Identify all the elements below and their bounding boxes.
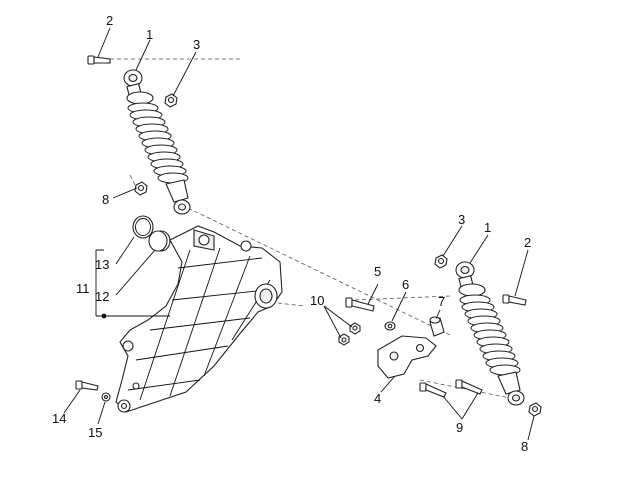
callout-14: 14 — [52, 411, 66, 426]
callout-4: 4 — [374, 391, 381, 406]
callout-13: 13 — [95, 257, 109, 272]
left-bolt-icon — [87, 55, 111, 65]
right-shock-absorber-icon — [455, 261, 525, 406]
leader-dot — [101, 313, 107, 319]
left-shock-absorber-icon — [123, 69, 191, 215]
callout-3-right: 3 — [458, 212, 465, 227]
mount-bolt-icon — [345, 297, 375, 312]
callout-8-left: 8 — [102, 192, 109, 207]
callout-15: 15 — [88, 425, 102, 440]
callout-5: 5 — [374, 264, 381, 279]
right-nut-icon — [434, 254, 448, 269]
callout-labels: 1 2 3 8 13 11 12 14 15 10 5 6 7 4 9 3 1 … — [52, 13, 531, 454]
callout-7: 7 — [438, 294, 445, 309]
long-bolts-icon — [419, 379, 483, 398]
right-lower-nut-icon — [528, 402, 542, 417]
callout-8-right: 8 — [521, 439, 528, 454]
callout-2-right: 2 — [524, 235, 531, 250]
callout-6: 6 — [402, 277, 409, 292]
swingarm-bracket-icon — [115, 225, 283, 413]
washer-icon — [101, 392, 111, 402]
left-lower-nut-icon — [134, 181, 148, 196]
spacer-icon — [429, 316, 445, 337]
callout-2-left: 2 — [106, 13, 113, 28]
callout-3-left: 3 — [193, 37, 200, 52]
callout-1-right: 1 — [484, 220, 491, 235]
callout-1-left: 1 — [146, 27, 153, 42]
mount-nuts-icon — [338, 322, 361, 346]
bearing-icon — [148, 230, 171, 252]
leader-lines — [63, 27, 535, 441]
callout-10: 10 — [310, 293, 324, 308]
circlip-icon — [132, 215, 154, 239]
left-nut-icon — [164, 93, 178, 108]
mount-washer-icon — [384, 321, 396, 331]
right-bolt-icon — [502, 294, 527, 306]
callout-12: 12 — [95, 289, 109, 304]
callout-11: 11 — [76, 281, 90, 296]
callout-9: 9 — [456, 420, 463, 435]
mounting-plate-icon — [377, 335, 437, 379]
bracket-bolt-icon — [75, 380, 99, 391]
